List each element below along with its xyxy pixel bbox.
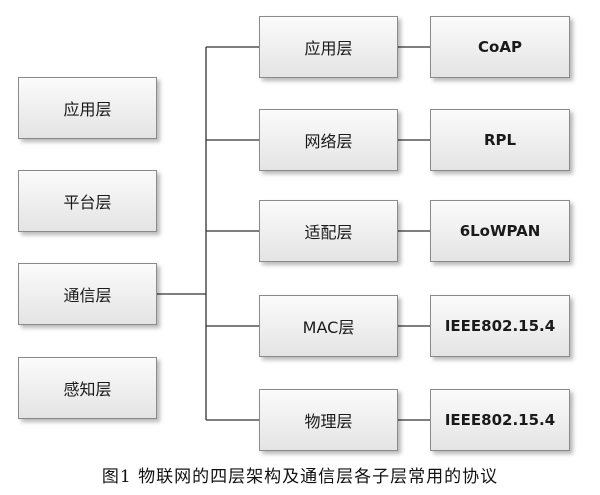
sublayer-physical: 物理层 [259, 389, 398, 451]
protocol-6lowpan: 6LoWPAN [430, 200, 570, 262]
layer-application: 应用层 [18, 77, 157, 139]
sublayer-adaptation: 适配层 [259, 200, 398, 262]
protocol-ieee802154-mac: IEEE802.15.4 [430, 295, 570, 357]
sublayer-network: 网络层 [259, 109, 398, 171]
protocol-coap: CoAP [430, 16, 570, 78]
protocol-rpl: RPL [430, 109, 570, 171]
sublayer-mac: MAC层 [259, 295, 398, 357]
figure-caption: 图1 物联网的四层架构及通信层各子层常用的协议 [101, 467, 499, 487]
layer-communication: 通信层 [18, 263, 157, 325]
layer-perception: 感知层 [18, 357, 157, 419]
layer-platform: 平台层 [18, 170, 157, 232]
sublayer-application: 应用层 [259, 16, 398, 78]
protocol-ieee802154-phy: IEEE802.15.4 [430, 389, 570, 451]
